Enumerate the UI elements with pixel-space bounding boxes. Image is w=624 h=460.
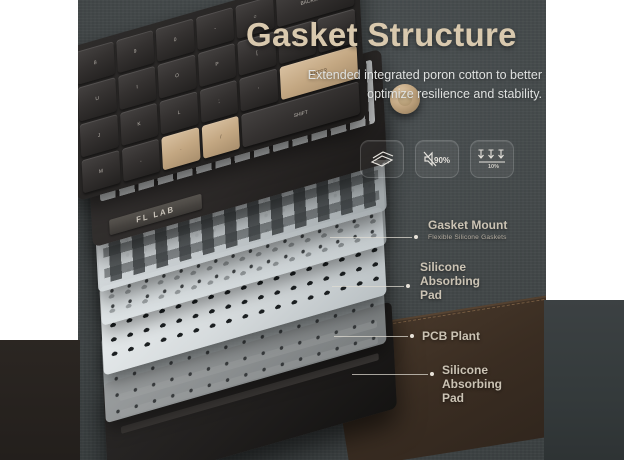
leader-line-silicone-pad-lower xyxy=(352,374,428,375)
callout-pcb-plant: PCB Plant xyxy=(422,329,480,343)
leader-line-pcb-plant xyxy=(334,336,408,337)
callout-label: Silicone Absorbing Pad xyxy=(442,363,502,406)
leader-dot-silicone-pad-lower xyxy=(430,372,434,376)
sound-damping-icon: 90% xyxy=(423,151,450,167)
keycap: . xyxy=(161,126,201,171)
photo-bleed-left xyxy=(0,340,80,460)
callout-silicone-pad-lower: Silicone Absorbing Pad xyxy=(442,363,502,405)
callout-gasket-mount: Gasket Mount Flexible Silicone Gaskets xyxy=(428,218,507,241)
keycap: / xyxy=(201,115,241,160)
keycap: M xyxy=(81,149,121,194)
badge-shock-absorb: 10% xyxy=(470,140,514,178)
leader-dot-silicone-pad-upper xyxy=(406,284,410,288)
page-subtitle: Extended integrated poron cotton to bett… xyxy=(307,68,542,102)
rotary-knob xyxy=(390,84,420,114)
logo-text-right: LAB xyxy=(153,204,176,220)
leader-line-silicone-pad-upper xyxy=(332,286,404,287)
callout-silicone-pad-upper: Silicone Absorbing Pad xyxy=(420,260,480,302)
margin-left-top xyxy=(0,0,78,340)
logo-text-left: FL xyxy=(136,211,150,225)
callout-label: PCB Plant xyxy=(422,329,481,343)
leader-dot-gasket-mount xyxy=(414,235,418,239)
shock-absorb-icon: 10% xyxy=(478,149,505,170)
shock-absorb-value: 10% xyxy=(488,164,499,170)
keycap: , xyxy=(121,138,161,182)
leader-line-gasket-mount xyxy=(330,237,412,238)
callout-label: Gasket Mount xyxy=(428,218,508,232)
badge-sound-damping: 90% xyxy=(415,140,459,178)
badge-layered-pad xyxy=(360,140,404,178)
photo-plate: FL LAB 8 9 0 - = BACKSPACE U I O P [ ] \… xyxy=(78,0,546,460)
sound-damping-value: 90% xyxy=(434,156,450,165)
page-title: Gasket Structure xyxy=(246,16,517,53)
margin-right-top xyxy=(546,0,624,300)
feature-badge-row: 90% 10% xyxy=(360,140,514,178)
leader-dot-pcb-plant xyxy=(410,334,414,338)
callout-label: Silicone Absorbing Pad xyxy=(420,260,480,303)
layered-pad-icon xyxy=(370,151,394,167)
callout-sublabel: Flexible Silicone Gaskets xyxy=(428,234,507,242)
photo-bleed-right xyxy=(544,300,624,460)
